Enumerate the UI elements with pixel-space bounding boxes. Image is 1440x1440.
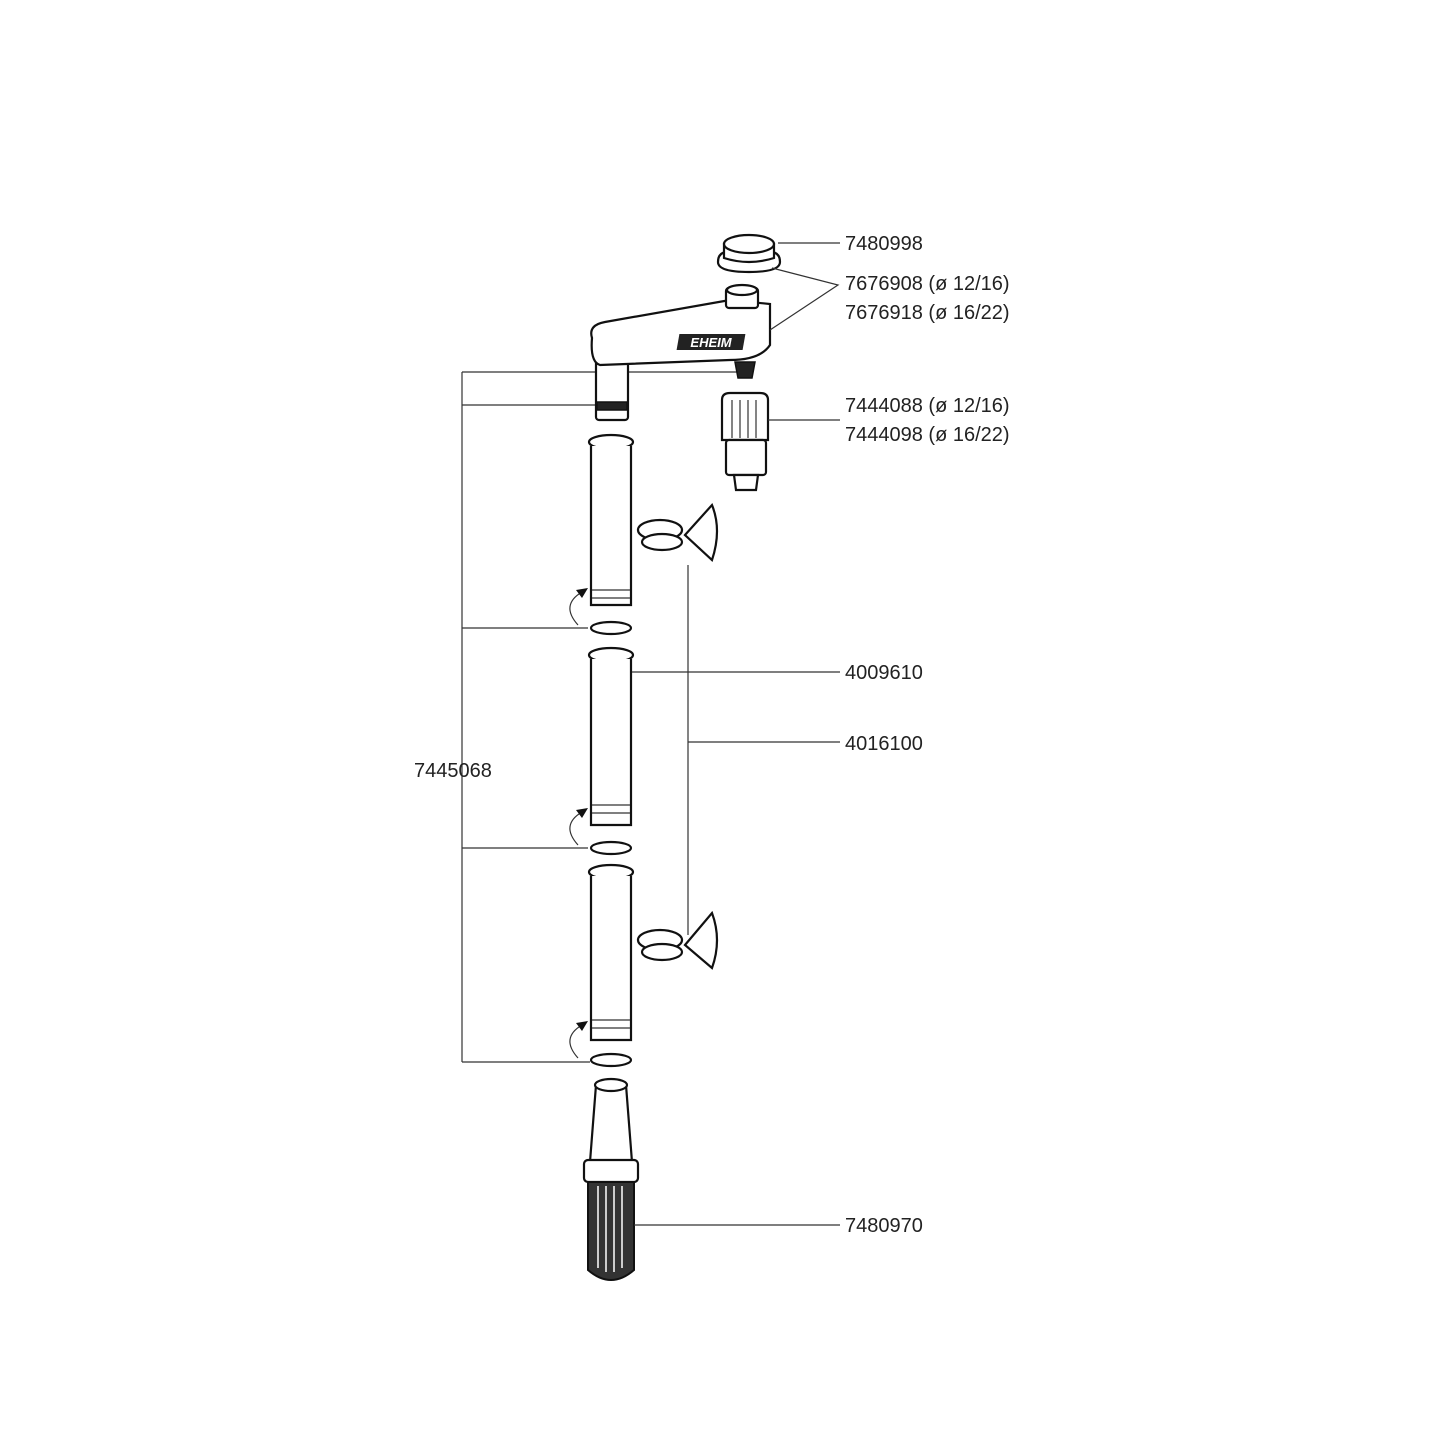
tube-2 bbox=[587, 646, 635, 856]
tube-3 bbox=[587, 863, 635, 1068]
suction-cup-2 bbox=[636, 910, 719, 970]
spout-part: EHEIM bbox=[590, 283, 772, 422]
eheim-logo: EHEIM bbox=[690, 335, 732, 350]
rotate-arrows bbox=[569, 588, 588, 1059]
tube-1 bbox=[587, 433, 635, 636]
label-connector-a: 7444088 (ø 12/16) bbox=[845, 395, 1010, 417]
strainer-part bbox=[582, 1077, 640, 1281]
label-spout-a: 7676908 (ø 12/16) bbox=[845, 273, 1010, 295]
label-tube-set: 7445068 bbox=[414, 760, 492, 782]
leader-lines bbox=[632, 242, 840, 1226]
label-cap: 7480998 bbox=[845, 233, 923, 255]
o-ring bbox=[589, 620, 633, 636]
cap-part bbox=[716, 233, 782, 274]
label-strainer: 7480970 bbox=[845, 1215, 923, 1237]
label-tube: 4009610 bbox=[845, 662, 923, 684]
connector-part bbox=[720, 391, 770, 492]
o-ring bbox=[589, 1052, 633, 1068]
o-ring bbox=[589, 840, 633, 856]
suction-cup-1 bbox=[636, 502, 719, 562]
label-connector-b: 7444098 (ø 16/22) bbox=[845, 424, 1010, 446]
label-suction-cup: 4016100 bbox=[845, 733, 923, 755]
label-spout-b: 7676918 (ø 16/22) bbox=[845, 302, 1010, 324]
